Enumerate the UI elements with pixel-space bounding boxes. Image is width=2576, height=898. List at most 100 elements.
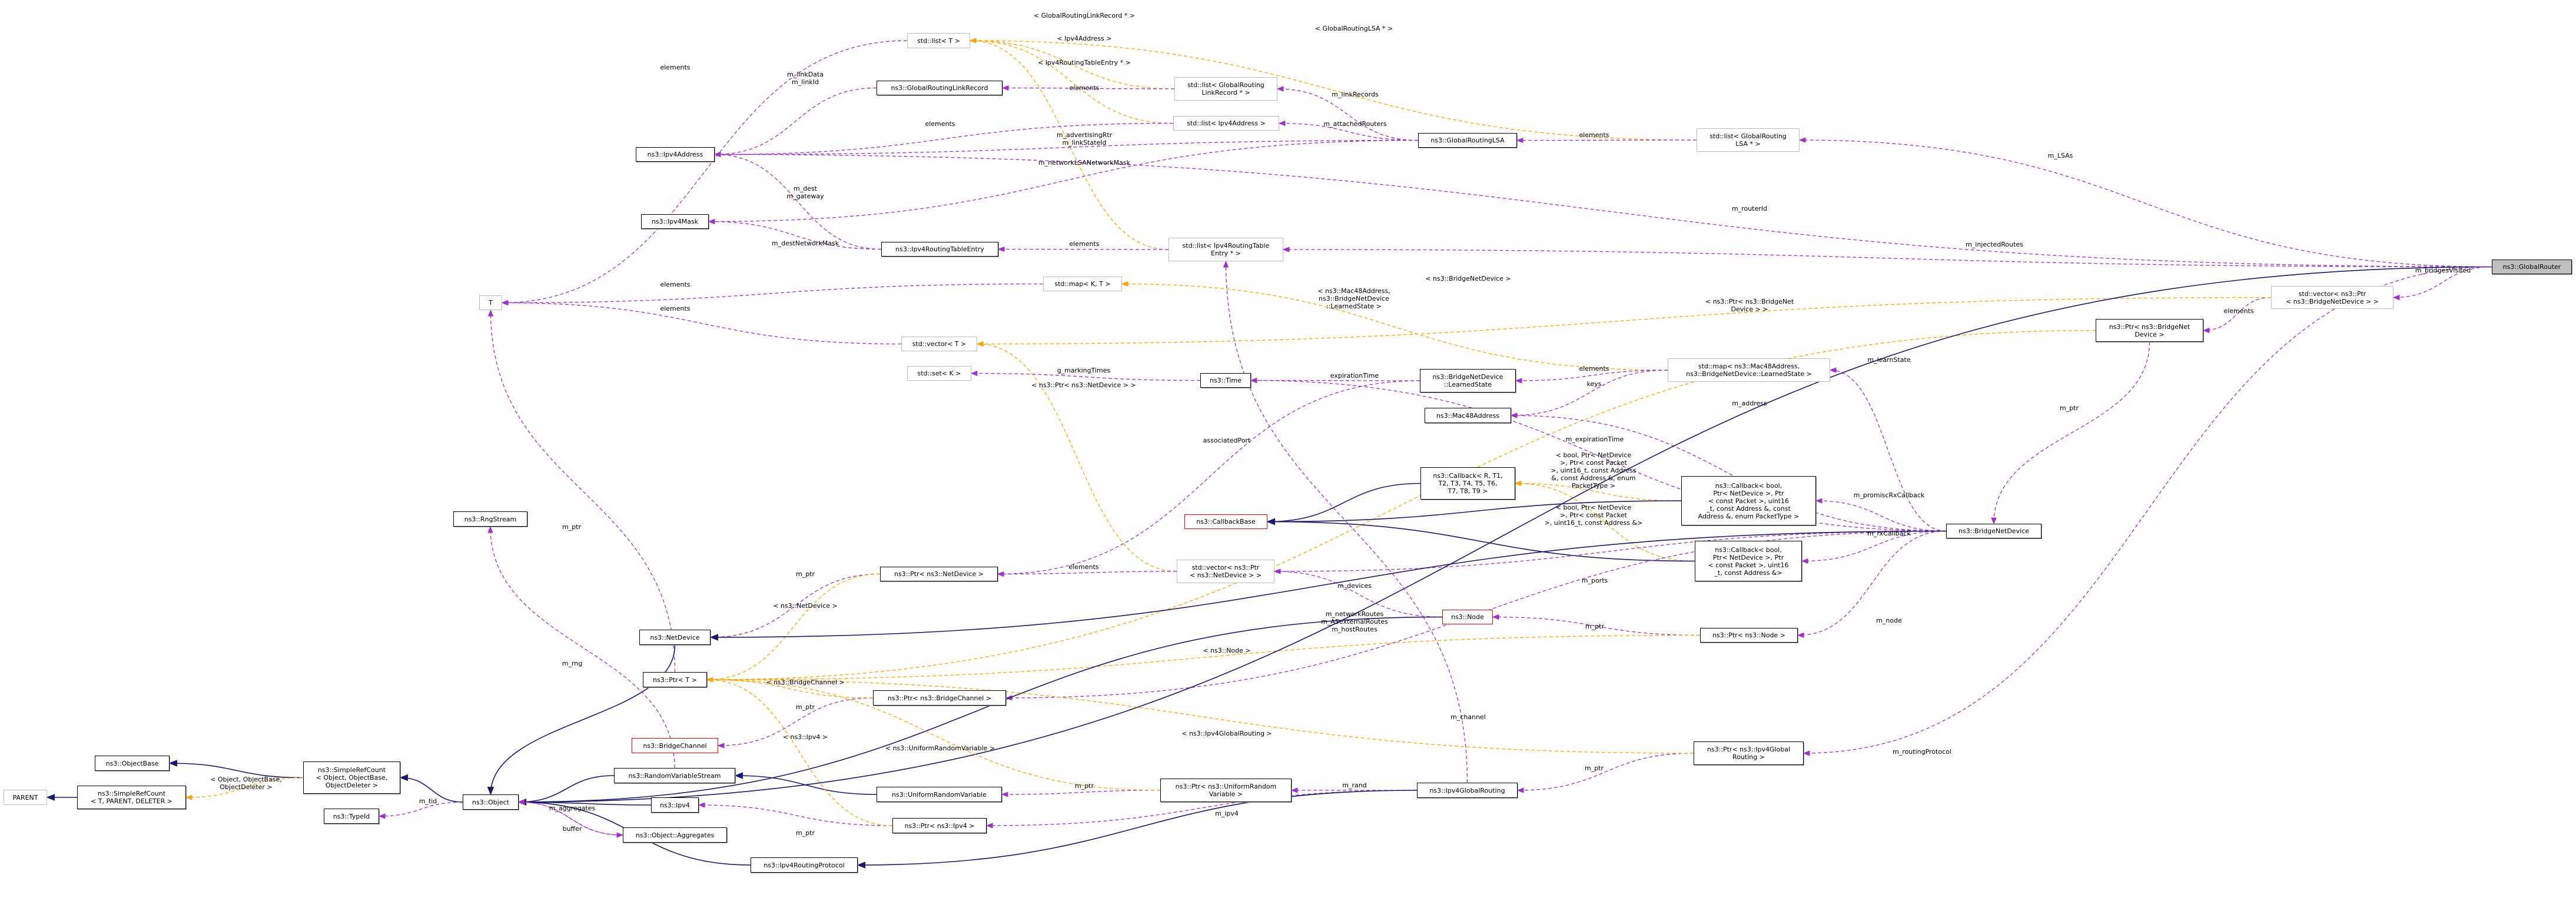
class-node-ptr-node[interactable]: ns3::Ptr< ns3::Node > (1700, 628, 1798, 643)
class-node-learnedstate[interactable]: ns3::BridgeNetDevice ::LearnedState (1420, 369, 1516, 393)
edge-usage (713, 151, 2492, 268)
edge-inheritance (517, 266, 2492, 806)
class-node-list-T[interactable]: std::list< T > (907, 33, 970, 48)
class-node-list-grlr[interactable]: std::list< GlobalRouting LinkRecord * > (1174, 77, 1277, 101)
edge-inheritance (1266, 500, 1682, 526)
edge-usage (708, 139, 1419, 225)
edge-usage (713, 139, 1419, 158)
class-node-aggregates[interactable]: ns3::Object::Aggregates (623, 827, 727, 843)
edge-usage (1223, 260, 1468, 783)
edge-inheritance (517, 799, 652, 806)
edge-template (706, 677, 1694, 754)
edge-usage (2202, 297, 2272, 334)
edge-usage (997, 380, 1420, 577)
edge-usage (970, 370, 1201, 381)
edge-template (1121, 281, 1668, 371)
class-node-urv[interactable]: ns3::UniformRandomVariable (877, 787, 1002, 802)
edge-template (185, 777, 304, 800)
class-node-time[interactable]: ns3::Time (1200, 373, 1251, 388)
class-node-grlr[interactable]: ns3::GlobalRoutingLinkRecord (877, 81, 1002, 95)
class-node-ipv4rp[interactable]: ns3::Ipv4RoutingProtocol (751, 857, 858, 873)
edge-template (706, 677, 874, 699)
class-node-ipv4mask[interactable]: ns3::Ipv4Mask (641, 214, 709, 229)
class-node-ptr-bc[interactable]: ns3::Ptr< ns3::BridgeChannel > (873, 690, 1006, 706)
edge-usage (713, 122, 1174, 158)
class-node-parent[interactable]: PARENT (4, 790, 47, 805)
class-node-ptr-T[interactable]: ns3::Ptr< T > (643, 672, 707, 687)
class-node-map-mac[interactable]: std::map< ns3::Mac48Address, ns3::Bridge… (1668, 358, 1830, 382)
class-node-bnd[interactable]: ns3::BridgeNetDevice (1946, 524, 2041, 538)
class-node-object[interactable]: ns3::Object (463, 794, 519, 810)
edge-usage (698, 802, 893, 826)
edge-usage (1510, 370, 1668, 418)
edge-usage (1516, 137, 1697, 144)
class-node-rvs[interactable]: ns3::RandomVariableStream (614, 768, 735, 783)
edge-template (706, 573, 881, 683)
edge-template (969, 38, 1175, 89)
class-node-ptr-ipv4[interactable]: ns3::Ptr< ns3::Ipv4 > (892, 818, 987, 833)
class-node-ipv4addr[interactable]: ns3::Ipv4Address (636, 147, 715, 162)
class-node-cb-R[interactable]: ns3::Callback< R, T1, T2, T3, T4, T5, T6… (1420, 467, 1515, 500)
edge-template (976, 297, 2272, 347)
edge-usage (1802, 266, 2492, 756)
edge-usage (1001, 790, 1161, 797)
class-node-src-tpd[interactable]: ns3::SimpleRefCount < T, PARENT, DELETER… (77, 786, 186, 809)
edge-template (1514, 480, 1682, 501)
class-node-ipv4gr[interactable]: ns3::Ipv4GlobalRouting (1417, 783, 1518, 798)
class-node-typeid[interactable]: ns3::TypeId (324, 809, 379, 824)
edge-template (976, 341, 1177, 572)
edge-usage (713, 151, 882, 250)
edge-usage (1278, 120, 1419, 141)
edge-usage (1510, 413, 1947, 532)
edge-usage (713, 87, 877, 158)
class-node-mac48[interactable]: ns3::Mac48Address (1425, 408, 1511, 423)
edge-usage (501, 40, 908, 306)
class-node-vec-T[interactable]: std::vector< T > (901, 337, 977, 351)
class-node-set-K[interactable]: std::set< K > (907, 366, 971, 381)
edge-usage (501, 300, 902, 345)
class-node-cb-promisc[interactable]: ns3::Callback< bool, Ptr< NetDevice >, P… (1681, 476, 1816, 526)
edge-inheritance (1266, 518, 1695, 562)
edge-usage (1801, 530, 1947, 564)
class-node-ptr-nd[interactable]: ns3::Ptr< ns3::NetDevice > (880, 567, 998, 581)
edge-usage (709, 573, 881, 640)
edge-usage (1991, 341, 2150, 525)
edge-inheritance (709, 530, 1947, 641)
edge-template (969, 38, 1697, 141)
edge-usage (1250, 377, 1947, 532)
class-node-list-rte[interactable]: std::list< Ipv4RoutingTable Entry * > (1169, 238, 1283, 261)
class-node-cbbase[interactable]: ns3::CallbackBase (1184, 514, 1267, 529)
class-node-bc[interactable]: ns3::BridgeChannel (632, 738, 718, 753)
edge-usage (717, 697, 874, 749)
edge-usage (517, 799, 623, 836)
class-node-node[interactable]: ns3::Node (1442, 610, 1493, 624)
edge-usage (1001, 85, 1175, 91)
class-node-src-obj[interactable]: ns3::SimpleRefCount < Object, ObjectBase… (303, 761, 400, 794)
class-node-ptr-urv[interactable]: ns3::Ptr< ns3::UniformRandom Variable > (1160, 779, 1292, 802)
class-node-objectbase[interactable]: ns3::ObjectBase (95, 756, 170, 771)
class-node-cb-rx[interactable]: ns3::Callback< bool, Ptr< NetDevice >, P… (1695, 541, 1802, 581)
class-node-ptr-ipv4gr[interactable]: ns3::Ptr< ns3::Ipv4Global Routing > (1694, 741, 1804, 765)
edge-usage (1282, 247, 2492, 268)
class-node-ptr-bnd[interactable]: ns3::Ptr< ns3::BridgeNet Device > (2096, 319, 2203, 342)
edge-usage (1815, 498, 1947, 532)
class-node-list-lsa[interactable]: std::list< GlobalRouting LSA * > (1697, 128, 1800, 152)
edge-inheritance (517, 616, 1443, 806)
class-node-grlsa[interactable]: ns3::GlobalRoutingLSA (1418, 133, 1517, 148)
edge-usage (2392, 266, 2492, 301)
class-node-rng[interactable]: ns3::RngStream (453, 511, 527, 527)
class-node-vec-ptr-nd[interactable]: std::vector< ns3::Ptr < ns3::NetDevice >… (1177, 560, 1274, 583)
edge-template (969, 38, 1174, 124)
class-node-map-KT[interactable]: std::map< K, T > (1043, 277, 1122, 291)
class-node-vec-ptr-bnd[interactable]: std::vector< ns3::Ptr < ns3::BridgeNetDe… (2271, 286, 2394, 309)
edge-inheritance (1266, 483, 1421, 526)
class-node-T[interactable]: T (479, 295, 502, 310)
edge-inheritance (399, 774, 463, 803)
class-node-netdevice[interactable]: ns3::NetDevice (639, 630, 711, 645)
class-node-rte[interactable]: ns3::Ipv4RoutingTableEntry (881, 242, 998, 257)
edge-usage (487, 309, 676, 673)
edge-usage (708, 218, 882, 250)
class-node-ipv4[interactable]: ns3::Ipv4 (651, 797, 699, 813)
class-node-list-ipv4addr[interactable]: std::list< Ipv4Address > (1173, 116, 1279, 131)
edge-usage (1798, 137, 2492, 268)
